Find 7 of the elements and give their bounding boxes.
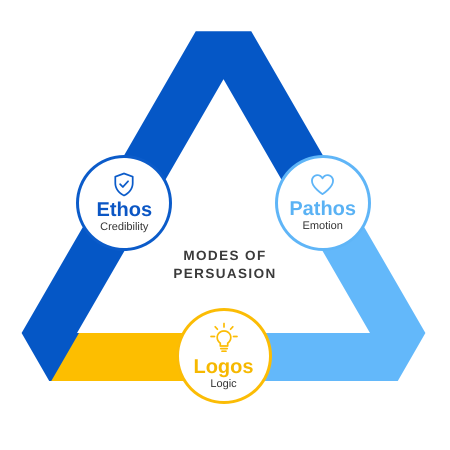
diagram-title: MODES OF PERSUASION — [173, 247, 277, 283]
node-subtitle: Logic — [210, 378, 237, 390]
node-heading: Logos — [194, 356, 254, 378]
node-heading: Ethos — [96, 199, 152, 222]
node-heading: Pathos — [289, 198, 356, 220]
node-subtitle: Credibility — [100, 221, 148, 234]
node-subtitle: Emotion — [302, 220, 343, 234]
